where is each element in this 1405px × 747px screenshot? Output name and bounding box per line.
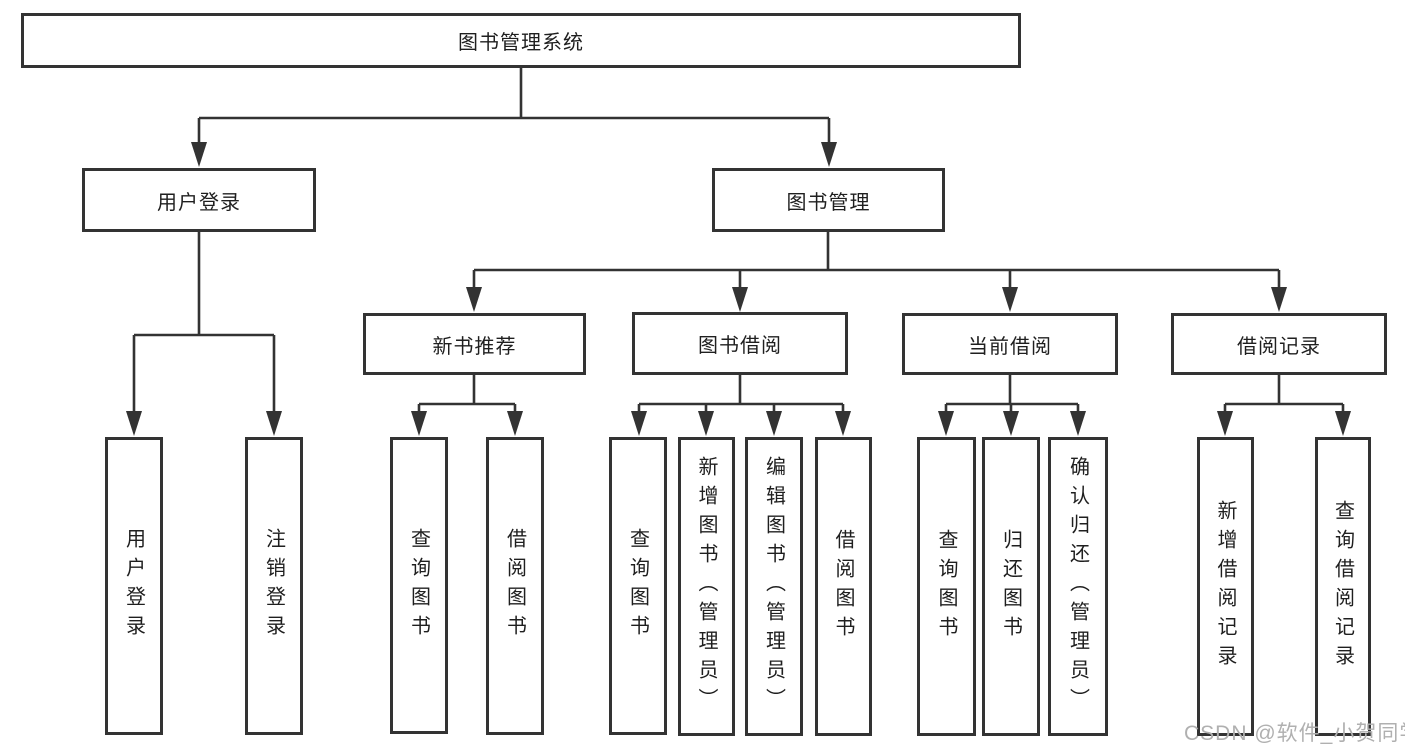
node-label: 查询图书 [935,528,957,645]
leaf-confirm-return-admin: 确认归还（管理员） [1048,437,1108,736]
node-label: 注销登录 [262,528,285,644]
arrow-down-icon [1271,287,1287,312]
node-current-borrowing: 当前借阅 [902,313,1118,375]
connector-current-borrow-branch [944,375,1080,412]
node-label: 查询借阅记录 [1331,499,1354,674]
arrow-down-icon [1002,287,1018,312]
leaf-user-login: 用户登录 [105,437,163,735]
arrow-down-icon [766,411,782,436]
arrow-down-icon [466,287,482,312]
node-book-management: 图书管理 [712,168,945,232]
connector-user-login-branch [132,232,276,412]
node-label: 查询图书 [626,528,649,644]
arrow-down-icon [126,411,142,436]
connector-new-book-branch [417,375,517,412]
node-book-borrowing: 图书借阅 [632,312,848,375]
node-borrow-records: 借阅记录 [1171,313,1387,375]
leaf-query-books-3: 查询图书 [917,437,976,736]
node-label: 图书管理 [786,191,871,214]
connector-book-management-branch [472,232,1281,288]
leaf-add-books-admin: 新增图书（管理员） [678,437,735,736]
arrow-down-icon [411,411,427,436]
arrow-down-icon [266,411,282,436]
node-label: 图书管理系统 [458,32,584,54]
arrow-down-icon [732,287,748,312]
node-user-login-group: 用户登录 [82,168,316,232]
leaf-logout: 注销登录 [245,437,303,735]
node-library-system: 图书管理系统 [21,13,1021,68]
leaf-query-borrow-record: 查询借阅记录 [1315,437,1371,736]
arrow-down-icon [507,411,523,436]
node-label: 新增借阅记录 [1214,499,1236,674]
node-label: 确认归还（管理员） [1066,456,1089,717]
arrow-down-icon [1217,411,1233,436]
node-label: 编辑图书（管理员） [762,456,785,717]
arrow-down-icon [835,411,851,436]
node-label: 新书推荐 [432,335,517,358]
leaf-borrow-books-2: 借阅图书 [815,437,872,736]
arrow-down-icon [698,411,714,436]
node-label: 查询图书 [407,527,430,644]
arrow-down-icon [821,142,837,167]
node-label: 用户登录 [122,528,145,644]
leaf-borrow-books-1: 借阅图书 [486,437,544,735]
leaf-add-borrow-record: 新增借阅记录 [1197,437,1254,736]
csdn-watermark: CSDN @软件_小贺同学 [1184,722,1405,745]
arrow-down-icon [191,142,207,167]
arrow-down-icon [938,411,954,436]
leaf-query-books-2: 查询图书 [609,437,667,735]
node-new-book-recommend: 新书推荐 [363,313,586,375]
node-label: 当前借阅 [968,335,1052,358]
connector-book-borrow-branch [637,375,845,412]
arrow-down-icon [631,411,647,436]
node-label: 借阅图书 [832,528,854,645]
leaf-edit-books-admin: 编辑图书（管理员） [745,437,803,736]
connector-borrow-records-branch [1223,375,1345,412]
arrow-down-icon [1003,411,1019,436]
node-label: 归还图书 [999,528,1022,645]
node-label: 图书借阅 [698,335,782,357]
node-label: 借阅图书 [503,528,526,644]
arrow-down-icon [1335,411,1351,436]
arrow-down-icon [1070,411,1086,436]
leaf-query-books-1: 查询图书 [390,437,448,734]
connector-root-to-level2 [197,68,831,143]
node-label: 新增图书（管理员） [695,456,717,717]
node-label: 用户登录 [157,191,241,214]
node-label: 借阅记录 [1237,335,1321,358]
leaf-return-books: 归还图书 [982,437,1040,736]
